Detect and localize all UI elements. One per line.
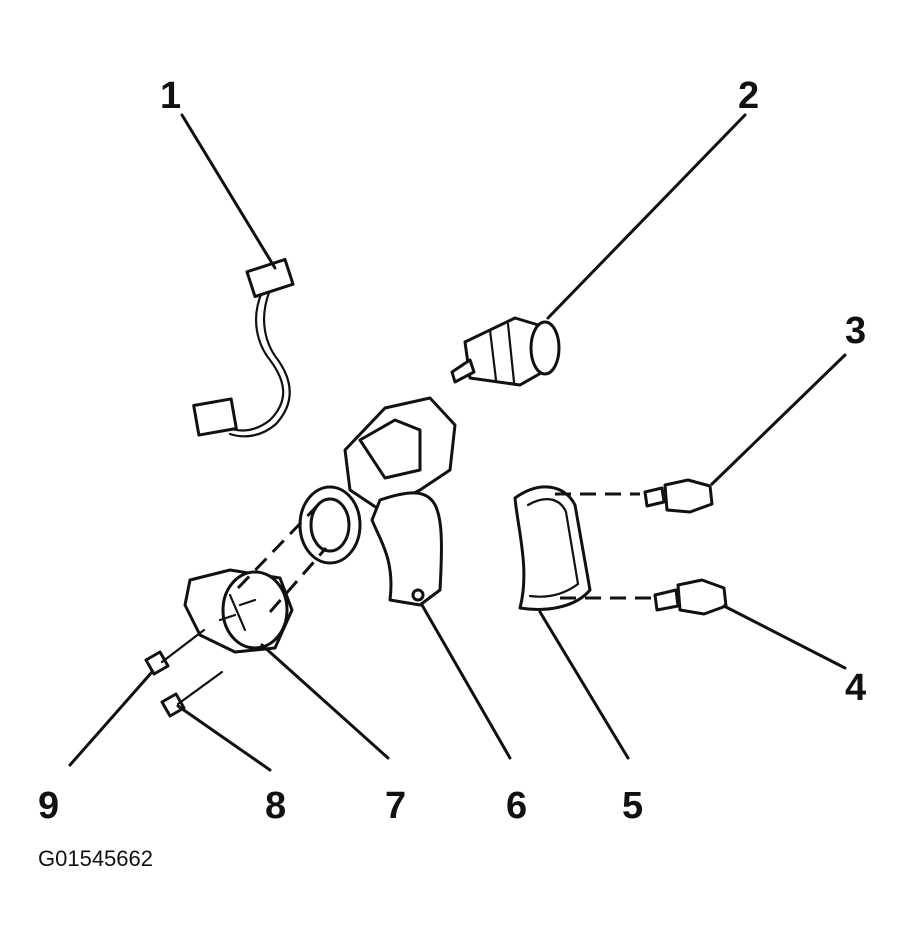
callout-2: 2 (738, 75, 759, 117)
callout-5: 5 (622, 785, 643, 827)
part-6-housing (298, 396, 457, 607)
callout-3: 3 (845, 310, 866, 352)
callout-1: 1 (160, 75, 181, 117)
part-7-switch-module (183, 568, 294, 654)
callout-labels: 1 2 3 4 5 6 7 8 9 (38, 75, 866, 827)
part-9-bolt (144, 628, 206, 676)
callout-9: 9 (38, 785, 59, 827)
callout-4: 4 (845, 667, 866, 709)
part-1-wiring-harness (192, 257, 295, 438)
callout-7: 7 (385, 785, 406, 827)
figure-id: G01545662 (38, 846, 153, 871)
leader-lines (68, 113, 847, 772)
part-8-bolt (160, 670, 224, 718)
alignment-lines (236, 492, 655, 613)
callout-8: 8 (265, 785, 286, 827)
part-4-screw (653, 578, 728, 616)
callout-6: 6 (506, 785, 527, 827)
part-5-bracket (513, 485, 592, 611)
part-2-lock-cylinder (450, 316, 561, 387)
part-3-screw (643, 478, 714, 514)
